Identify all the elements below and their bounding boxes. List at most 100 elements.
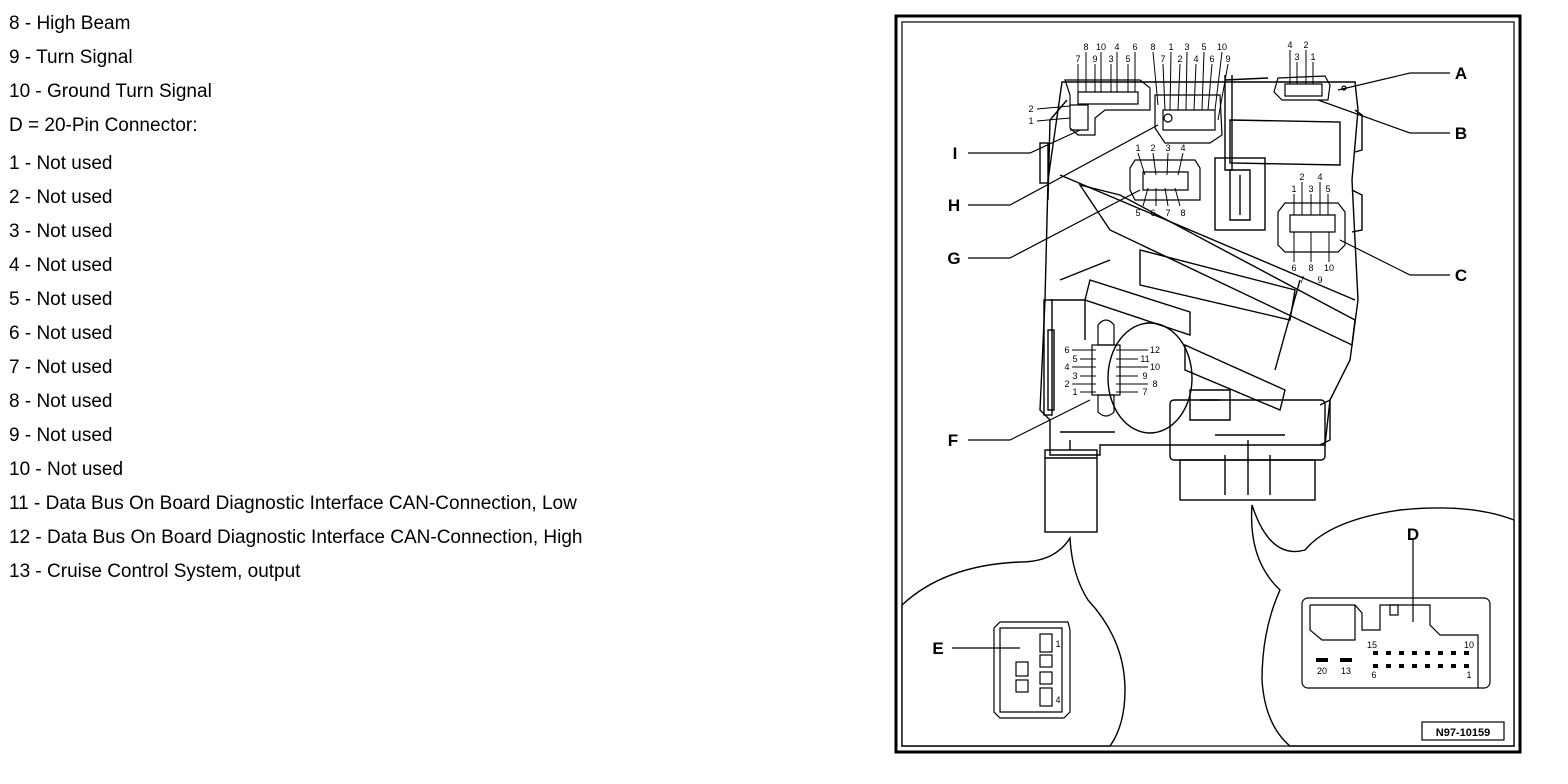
pin-label: 2 (1028, 104, 1033, 114)
legend-item: 8 - Not used (9, 391, 113, 412)
connector-d-pin-grid (1316, 651, 1469, 668)
diagram-inner-frame (901, 21, 1515, 747)
legend-item: 8 - High Beam (9, 13, 131, 34)
pin-label: 8 (1308, 263, 1313, 273)
legend-item: 12 - Data Bus On Board Diagnostic Interf… (9, 527, 583, 548)
callout-labels: A B C D E F G H I (932, 64, 1467, 658)
legend-item: 6 - Not used (9, 323, 113, 344)
connector-d-pin-labels: 15 10 20 13 6 1 (1317, 640, 1474, 680)
legend-item: 2 - Not used (9, 187, 113, 208)
pin-label: 1 (1028, 116, 1033, 126)
pin-label: 4 (1287, 40, 1292, 50)
pin-label: 5 (1135, 208, 1140, 218)
connector-a-pin-leads (1289, 50, 1314, 84)
pin-label: 5 (1072, 354, 1077, 364)
pin-label: 1 (1168, 42, 1173, 52)
legend-item: 11 - Data Bus On Board Diagnostic Interf… (9, 493, 577, 514)
pin-label: 3 (1072, 371, 1077, 381)
pin-label: 6 (1371, 670, 1376, 680)
pin-label: 8 (1152, 379, 1157, 389)
callout-d: D (1407, 525, 1419, 544)
leader-c (1339, 239, 1450, 276)
leader-i (968, 129, 1081, 154)
pin-label: 6 (1150, 208, 1155, 218)
pin-label: 5 (1325, 184, 1330, 194)
pin-label: 1 (1135, 143, 1140, 153)
pin-label: 2 (1299, 172, 1304, 182)
pin-label: 10 (1096, 42, 1106, 52)
legend-list: 8 - High Beam 9 - Turn Signal 10 - Groun… (9, 8, 582, 590)
leader-g (968, 189, 1141, 259)
pin-label: 5 (1201, 42, 1206, 52)
legend-item: 7 - Not used (9, 357, 113, 378)
connector-g-pin-labels: 1 2 3 4 5 6 7 8 (1135, 143, 1185, 218)
callout-b: B (1455, 124, 1467, 143)
legend-item: 10 - Ground Turn Signal (9, 81, 212, 102)
callout-g: G (947, 249, 960, 268)
pin-label: 4 (1193, 54, 1198, 64)
connector-a-pin-labels: 4 2 3 1 (1287, 40, 1315, 62)
leader-b (1317, 99, 1450, 134)
pin-label: 8 (1180, 208, 1185, 218)
pin-label: 4 (1180, 143, 1185, 153)
pin-label: 12 (1150, 345, 1160, 355)
pin-label: 1 (1072, 387, 1077, 397)
pin-label: 2 (1064, 379, 1069, 389)
pin-label: 6 (1209, 54, 1214, 64)
connector-d (1301, 597, 1491, 689)
pin-label: 7 (1075, 54, 1080, 64)
legend-item: D = 20-Pin Connector: (9, 115, 198, 136)
pin-label: 4 (1064, 362, 1069, 372)
callout-c: C (1455, 266, 1467, 285)
leader-f (968, 399, 1091, 441)
callout-a: A (1455, 64, 1467, 83)
legend-item: 9 - Not used (9, 425, 113, 446)
pin-label: 1 (1310, 52, 1315, 62)
callout-f: F (948, 431, 958, 450)
pin-label: 3 (1165, 143, 1170, 153)
legend-item: 4 - Not used (9, 255, 113, 276)
pin-label: 2 (1303, 40, 1308, 50)
pin-label: 10 (1150, 362, 1160, 372)
legend-item: 9 - Turn Signal (9, 47, 133, 68)
pin-label: 9 (1142, 371, 1147, 381)
pin-label: 2 (1150, 143, 1155, 153)
pin-label: 7 (1160, 54, 1165, 64)
pin-label: 7 (1142, 387, 1147, 397)
connector-f (1091, 319, 1121, 417)
pin-label: 7 (1299, 275, 1304, 285)
pin-label: 9 (1317, 275, 1322, 285)
legend-item: 3 - Not used (9, 221, 113, 242)
pin-label: 3 (1108, 54, 1113, 64)
pin-label: 3 (1184, 42, 1189, 52)
connector-c-pin-leads (1293, 182, 1330, 262)
pin-label: 7 (1165, 208, 1170, 218)
figure-id: N97-10159 (1436, 727, 1490, 739)
connector-i-pin-leads (1152, 51, 1229, 121)
pin-label: 9 (1225, 54, 1230, 64)
pin-label: 13 (1341, 666, 1351, 676)
pin-label: 9 (1092, 54, 1097, 64)
figure-id-box (1421, 721, 1505, 741)
connector-b-pin-leads (1036, 52, 1136, 122)
pin-label: 4 (1114, 42, 1119, 52)
connector-f-pin-leads (1072, 349, 1148, 393)
pin-label: 8 (1083, 42, 1088, 52)
pin-label: 6 (1064, 345, 1069, 355)
detail-bubble-d (1250, 504, 1515, 747)
pin-label: 8 (1150, 42, 1155, 52)
pin-label: 15 (1367, 640, 1377, 650)
legend-item: 1 - Not used (9, 153, 113, 174)
connector-i-pin-labels: 8 1 3 5 10 7 2 4 6 9 (1150, 42, 1230, 64)
pin-label: 11 (1140, 354, 1149, 364)
callout-leaders (952, 72, 1450, 649)
pin-label: 10 (1217, 42, 1227, 52)
pin-label: 4 (1055, 695, 1060, 705)
pin-label: 10 (1464, 640, 1474, 650)
connector-e-pin-labels: 1 4 (1055, 639, 1060, 705)
pin-label: 6 (1132, 42, 1137, 52)
pin-label: 4 (1317, 172, 1322, 182)
leader-h (968, 124, 1159, 206)
legend-item: 5 - Not used (9, 289, 113, 310)
